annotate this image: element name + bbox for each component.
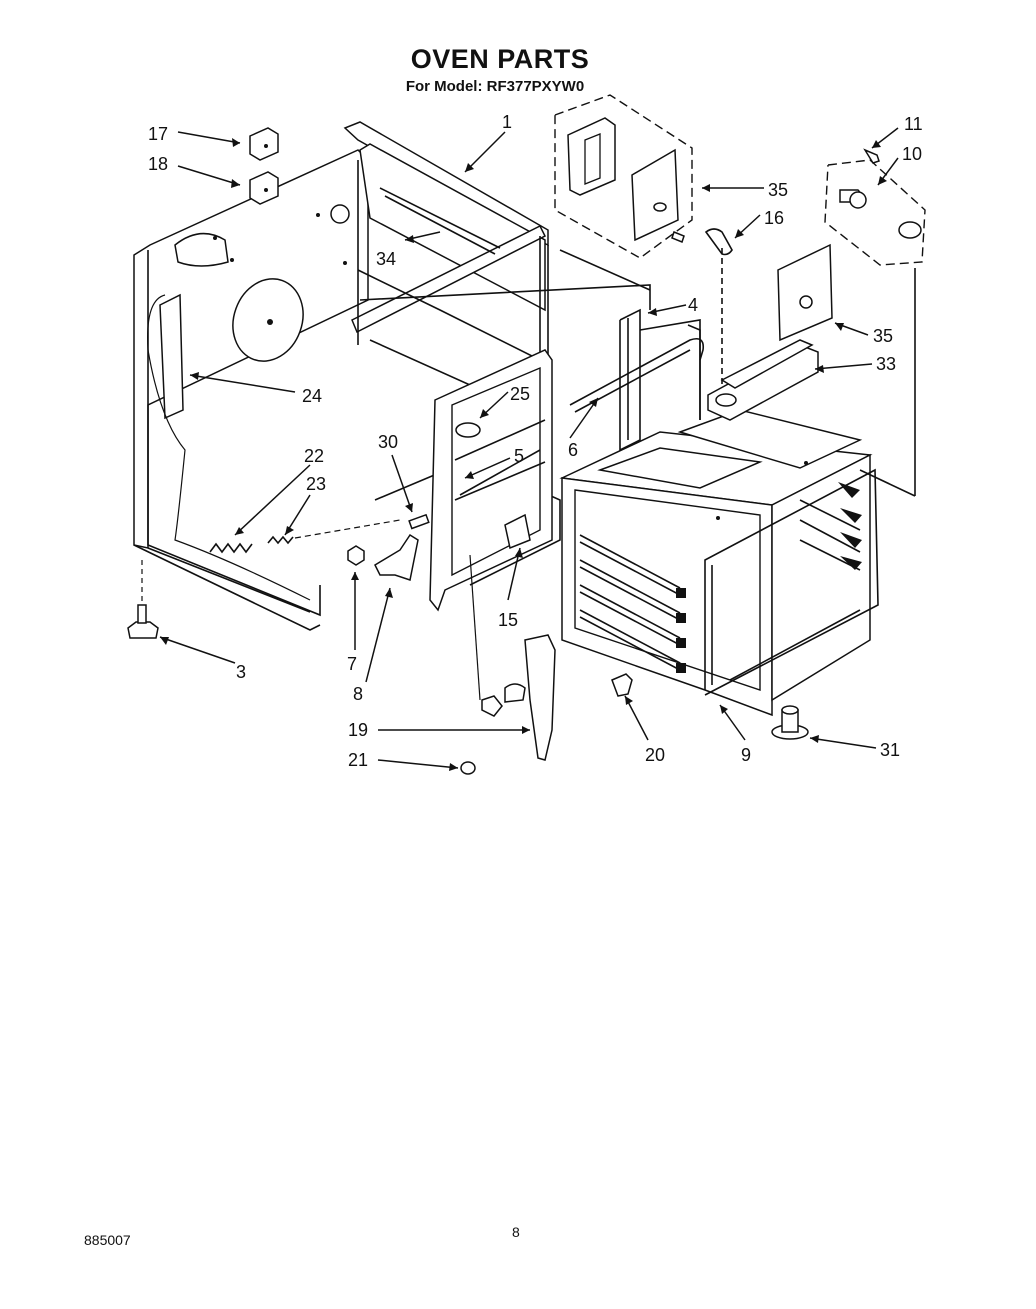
callout-1: 1 bbox=[502, 112, 512, 132]
callout-30: 30 bbox=[378, 432, 398, 452]
callout-16: 16 bbox=[764, 208, 784, 228]
callout-25: 25 bbox=[510, 384, 530, 404]
callout-18: 18 bbox=[148, 154, 168, 174]
callout-5: 5 bbox=[514, 446, 524, 466]
dashed-box-right bbox=[824, 148, 926, 497]
rack-rails bbox=[579, 482, 862, 673]
doc-number: 885007 bbox=[84, 1232, 131, 1248]
callout-7: 7 bbox=[347, 654, 357, 674]
callout-10: 10 bbox=[902, 144, 922, 164]
oven-body-frame bbox=[133, 121, 651, 631]
vent-assembly bbox=[707, 339, 819, 421]
callout-21: 21 bbox=[348, 750, 368, 770]
front-frame bbox=[429, 308, 705, 612]
callout-35: 35 bbox=[873, 326, 893, 346]
callout-labels: 17 18 1 34 4 35 16 11 10 35 33 24 25 5 6… bbox=[148, 112, 923, 770]
callout-34: 35 bbox=[768, 180, 788, 200]
callout-4: 4 bbox=[688, 295, 698, 315]
callout-9: 9 bbox=[741, 745, 751, 765]
callout-24: 24 bbox=[302, 386, 322, 406]
callout-23: 23 bbox=[306, 474, 326, 494]
callout-17: 17 bbox=[148, 124, 168, 144]
callout-22: 22 bbox=[304, 446, 324, 466]
callout-20: 20 bbox=[645, 745, 665, 765]
page-title: OVEN PARTS bbox=[410, 44, 590, 74]
dashed-box-top bbox=[554, 94, 733, 385]
callout-33: 34 bbox=[376, 249, 396, 269]
callout-32: 33 bbox=[876, 354, 896, 374]
callout-15: 15 bbox=[498, 610, 518, 630]
callout-8: 8 bbox=[353, 684, 363, 704]
model-subtitle: For Model: RF377PXYW0 bbox=[405, 78, 585, 95]
callout-3: 3 bbox=[236, 662, 246, 682]
callout-arrows bbox=[159, 127, 899, 771]
callout-6: 6 bbox=[568, 440, 578, 460]
callout-11: 11 bbox=[904, 114, 923, 134]
page-number: 8 bbox=[512, 1224, 520, 1240]
callout-31: 31 bbox=[880, 740, 900, 760]
callout-19: 19 bbox=[348, 720, 368, 740]
small-parts bbox=[127, 127, 809, 775]
oven-cavity bbox=[559, 409, 879, 717]
heat-shield bbox=[777, 243, 833, 342]
